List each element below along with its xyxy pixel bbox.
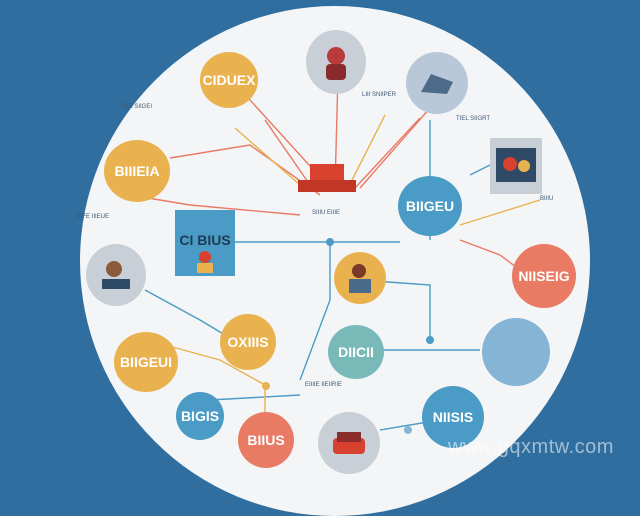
link-arrow-4 (354, 117, 421, 189)
caption-right: LIII SNIIPER (362, 92, 397, 98)
node-left-image (86, 244, 146, 306)
node-top-left: CIDUEX (200, 52, 258, 108)
node-title: BIIGEUI (119, 354, 173, 370)
node-bottom-blue-small: BIGIS (176, 392, 224, 440)
hub-icon (298, 164, 356, 192)
caption-left: BIIFE IIIEUE (75, 214, 110, 220)
caption-middle: EIIIIE IIEIIRIE (305, 382, 343, 388)
link-left-lower (164, 344, 266, 386)
center-square-card: CI BIUS (175, 210, 235, 276)
link-right-yellow (459, 199, 541, 226)
node-middle-teal: DIICII (328, 325, 384, 379)
caption-top-left: TIIEI SIIGEI (120, 104, 153, 110)
node-title: DIICII (338, 344, 374, 360)
node-title: NIISIS (432, 409, 474, 425)
caption-center: SIIIU EIIIE (312, 210, 341, 216)
link-arrow-3 (347, 114, 386, 189)
node-title: BIIUS (247, 432, 285, 448)
right-image-card (490, 138, 542, 194)
link-bottom-left (209, 394, 301, 401)
group-icon (496, 148, 536, 182)
reader-icon (102, 261, 130, 289)
node-bottom-right-blue: NIISIS (422, 386, 484, 448)
device-icon (421, 74, 453, 94)
node-middle-image (334, 252, 386, 304)
link-coral (459, 239, 521, 271)
node-title: BIGIS (180, 408, 220, 424)
link-top-right (359, 107, 431, 189)
node-title: NIISEIG (518, 268, 570, 284)
junction-dot (262, 382, 270, 390)
center-square-title: CI BIUS (179, 232, 231, 248)
junction-dot (404, 426, 412, 434)
junction-dot (326, 238, 334, 246)
figure-icon (197, 251, 213, 273)
infographic-canvas: CIDUEX BIIIEIA CI BIUS BIIGEUI BIIGEU (75, 6, 614, 516)
node-title: BIIGEU (405, 198, 455, 214)
node-title: CIDUEX (202, 72, 256, 88)
node-middle-orange: OXIIIS (220, 314, 276, 370)
node-title: OXIIIS (227, 334, 269, 350)
node-left-lower: BIIGEUI (114, 332, 178, 392)
person-icon (326, 47, 346, 80)
node-bottom-image (318, 412, 380, 474)
node-top-right-image (406, 52, 468, 114)
node-top-center-image (306, 30, 366, 94)
sofa-icon (333, 432, 365, 454)
node-center-right: BIIGEU (398, 176, 462, 236)
link-center-down (299, 245, 331, 381)
watermark-text: www.gqxmtw.com (448, 436, 614, 458)
node-title: BIIIEIA (114, 163, 160, 179)
node-left-upper: BIIIEIA (104, 140, 170, 202)
junction-dot (426, 336, 434, 344)
link-upper-left (169, 144, 321, 196)
link-arrow-2 (264, 119, 311, 186)
caption-top-right: TIEL SIIGRT (456, 116, 491, 122)
worker-icon (349, 264, 371, 293)
hub-box (298, 162, 356, 194)
caption-right-small: BIIIU (540, 196, 554, 202)
link-arrow-1 (234, 127, 301, 186)
node-bottom-red: BIIUS (238, 412, 294, 468)
node-right-blue (482, 318, 550, 386)
node-right-coral: NIISEIG (512, 244, 576, 308)
